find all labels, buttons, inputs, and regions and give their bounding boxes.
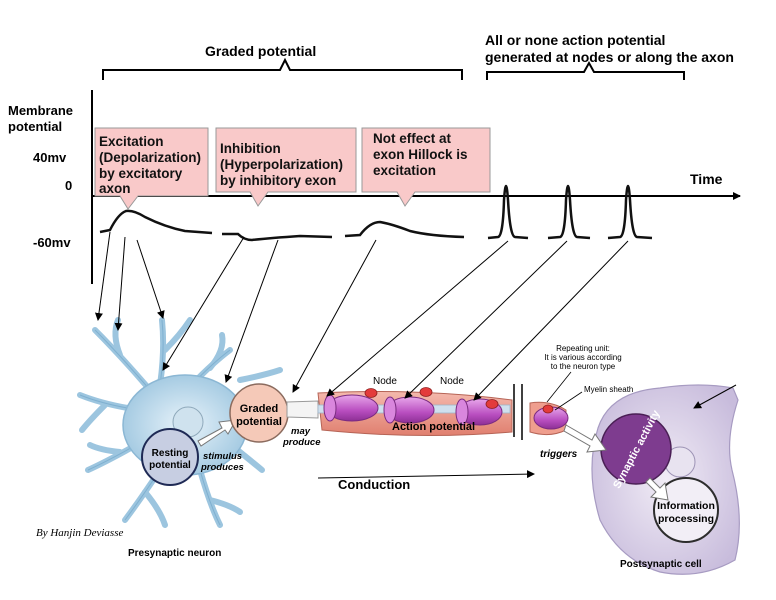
callout-excitation-line1: Excitation	[99, 134, 164, 149]
repeating-unit-label-line2: It is various according	[544, 353, 621, 362]
stimulus-arrow	[197, 419, 237, 447]
processing-arrow	[645, 477, 669, 501]
node-label-2: Node	[440, 376, 464, 387]
tick-label-neg60mv: -60mv	[33, 235, 71, 250]
stimulus-label-line2: produces	[200, 462, 244, 473]
action-brace	[486, 60, 685, 80]
graded-potential-label-line1: Graded	[240, 403, 279, 415]
callout-no-effect-line1: Not effect at	[373, 131, 452, 146]
resting-potential-circle	[141, 428, 199, 486]
action-potential-label: Action potential	[392, 421, 475, 433]
inhibition-trace	[222, 232, 333, 242]
conduction-arrow	[317, 470, 535, 479]
callout-no-effect-line2: exon Hillock is	[373, 147, 468, 162]
callout-inhibition-line3: by inhibitory exon	[220, 173, 336, 188]
information-processing-circle	[653, 477, 719, 543]
triggers-arrow	[563, 424, 607, 453]
callout-inhibition-line2: (Hyperpolarization)	[220, 157, 343, 172]
tick-label-0: 0	[65, 178, 72, 193]
connector-arrows	[94, 231, 737, 409]
author-credit: By Hanjin Deviasse	[36, 527, 123, 539]
may-produce-label-line2: produce	[282, 437, 321, 448]
myelin-sheath-label: Myelin sheath	[584, 385, 633, 394]
callout-excitation: Excitation (Depolarization) by excitator…	[94, 127, 209, 210]
graded-potential-title: Graded potential	[205, 43, 316, 59]
information-processing-label-line2: processing	[658, 513, 714, 525]
axon-hillock	[286, 400, 319, 419]
y-axis-label-line2: potential	[8, 119, 62, 134]
node-label-1: Node	[373, 376, 397, 387]
repeating-unit-pointer	[546, 371, 572, 403]
action-potential-spike-3	[607, 184, 653, 240]
action-potential-spike-2	[547, 184, 591, 240]
myelin-sheath-pointer	[554, 391, 583, 411]
graded-brace	[102, 57, 463, 80]
repeating-unit-label-line1: Repeating unit:	[556, 344, 610, 353]
information-processing-label-line1: Information	[657, 500, 715, 512]
repeating-unit-node	[542, 404, 554, 414]
callout-excitation-line4: axon	[99, 181, 131, 196]
callout-inhibition: Inhibition (Hyperpolarization) by inhibi…	[215, 127, 357, 207]
resting-potential-label-line2: potential	[149, 460, 191, 471]
callout-no-effect: Not effect at exon Hillock is excitation	[361, 127, 491, 207]
postsynaptic-cell-label: Postsynaptic cell	[620, 559, 702, 570]
callout-excitation-line3: by excitatory	[99, 166, 183, 181]
triggers-label: triggers	[540, 449, 578, 460]
node-markers	[364, 387, 499, 409]
action-potential-spike-1	[487, 184, 529, 240]
excitation-trace	[99, 209, 213, 235]
repeating-unit-label-line3: to the neuron type	[551, 362, 616, 371]
stimulus-label-line1: stimulus	[203, 451, 242, 462]
time-axis-label: Time	[690, 171, 723, 187]
conduction-label: Conduction	[338, 477, 410, 492]
presynaptic-neuron-label: Presynaptic neuron	[128, 548, 221, 559]
callout-no-effect-line3: excitation	[373, 163, 436, 178]
graded-potential-label-line2: potential	[236, 416, 282, 428]
action-potential-title-line2: generated at nodes or along the axon	[485, 49, 734, 65]
action-potential-title-line1: All or none action potential	[485, 32, 665, 48]
no-effect-trace	[344, 220, 465, 239]
y-axis-label-line1: Membrane	[8, 103, 73, 118]
callout-excitation-line2: (Depolarization)	[99, 150, 201, 165]
callout-inhibition-line1: Inhibition	[220, 141, 281, 156]
resting-potential-label-line1: Resting	[152, 448, 189, 459]
tick-label-40mv: 40mv	[33, 150, 67, 165]
may-produce-label-line1: may	[291, 426, 311, 437]
